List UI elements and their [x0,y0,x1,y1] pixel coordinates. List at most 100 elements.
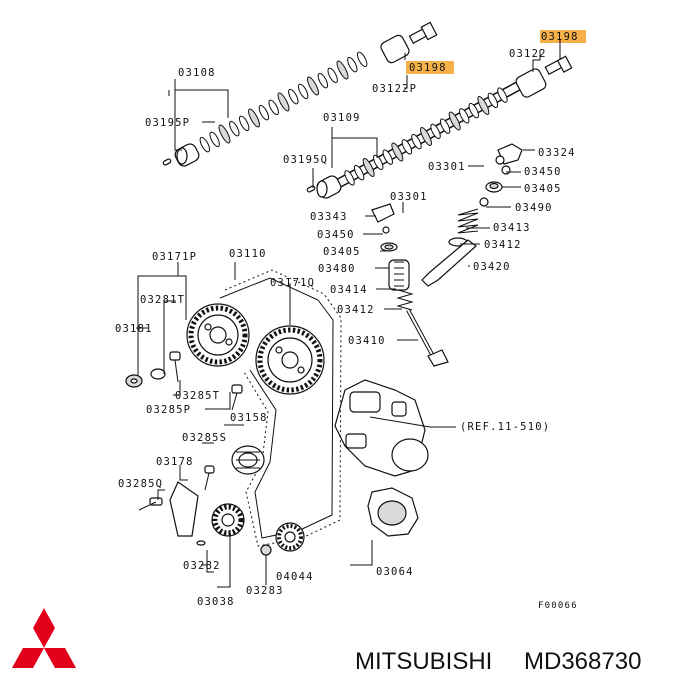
cam-lobe [477,96,490,115]
cam-lobe [411,133,422,150]
cam-lobe [258,104,270,121]
cam-lobe [344,170,355,186]
cam-lobe [307,76,319,96]
cam-lobe [248,108,260,128]
cam-lobe [468,102,479,119]
pin-03195p [162,158,172,166]
cam-lobe [391,142,404,162]
label-03450-b: 03450 [317,229,355,241]
label-03282: 03282 [183,560,221,572]
cam-bolt-right [515,55,573,98]
cam-lobe [459,108,470,124]
cam-lobe [356,51,368,68]
part-labels: 03108 03198 03122P 03198 03122 03195P 03… [115,31,579,611]
cam-lobe [401,139,413,155]
label-03301-a: 03301 [428,161,466,173]
label-03410: 03410 [348,335,386,347]
cam-lobe [382,149,393,165]
cam-lobe [497,87,508,103]
label-03064: 03064 [376,566,414,578]
valve-spring-right [421,208,479,287]
cam-sprocket-left [186,303,250,367]
label-figure-id: F00066 [538,601,578,611]
label-ref: (REF.11-510) [460,421,550,433]
cylinder-head-ref [334,379,429,477]
cam-lobe [238,115,250,132]
highlight-03198-left [406,61,454,74]
label-03414: 03414 [330,284,368,296]
label-03195p: 03195P [145,117,190,129]
rocker-left [371,203,414,311]
idler-pulley [275,522,305,552]
cam-lobe [229,120,240,137]
cam-lobe [373,154,384,171]
label-03412-a: 03412 [484,239,522,251]
mitsubishi-logo-icon [12,608,76,668]
label-03285s: 03285S [182,432,227,444]
cam-lobe [268,99,279,116]
part-number: MD368730 [524,648,641,675]
belt-guide [367,487,419,537]
label-04044: 04044 [276,571,314,583]
highlight-03198-right [540,30,586,43]
cam-lobe [218,124,231,144]
cam-lobe [288,88,299,105]
label-03450-a: 03450 [524,166,562,178]
camshaft-right [316,80,523,199]
label-03109: 03109 [323,112,361,124]
tensioner-pulley [231,445,265,475]
label-03110: 03110 [229,248,267,260]
cam-lobe [362,158,375,177]
label-03412-b: 03412 [337,304,375,316]
cam-lobe [327,67,338,84]
cam-lobe [487,92,499,109]
leader-lines [136,40,561,588]
label-03285t: 03285T [175,390,220,402]
label-03420: 03420 [473,261,511,273]
label-03283: 03283 [246,585,284,597]
label-03285q: 03285Q [118,478,163,490]
label-03343: 03343 [310,211,348,223]
crank-sprocket [211,503,245,537]
cam-lobe [439,118,451,134]
label-03198-right: 03198 [541,31,579,43]
cam-lobe [336,60,349,80]
label-03108: 03108 [178,67,216,79]
cam-lobe [209,131,220,148]
small-parts [125,351,272,556]
label-03195q: 03195Q [283,154,328,166]
cam-lobe [420,127,432,146]
cam-lobe [448,111,461,131]
label-03198-left: 03198 [409,62,447,74]
label-03171p: 03171P [152,251,197,263]
cam-lobe [297,83,309,100]
label-03181: 03181 [115,323,153,335]
cam-lobe [353,164,365,181]
label-03405-a: 03405 [524,183,562,195]
label-03178: 03178 [156,456,194,468]
label-03480: 03480 [318,263,356,275]
cam-sprocket-right [255,325,325,395]
label-03413: 03413 [493,222,531,234]
label-03285p: 03285P [146,404,191,416]
brand-name: MITSUBISHI [355,648,492,675]
cam-lobe [277,92,290,112]
cam-lobe [317,72,329,89]
valve-left [406,309,449,367]
pin-03195q [306,185,316,193]
cam-lobe [199,136,211,153]
camshaft-left [174,47,382,167]
cam-bolt-left [380,21,438,64]
cam-lobe [430,123,441,140]
label-03171q: 03171Q [270,277,315,289]
label-03158: 03158 [230,412,268,424]
label-03122: 03122 [509,48,547,60]
label-03122p: 03122P [372,83,417,95]
rocker-right [479,143,523,207]
label-03038: 03038 [197,596,235,608]
label-03405-b: 03405 [323,246,361,258]
label-03301-b: 03301 [390,191,428,203]
label-03281t: 03281T [140,294,185,306]
